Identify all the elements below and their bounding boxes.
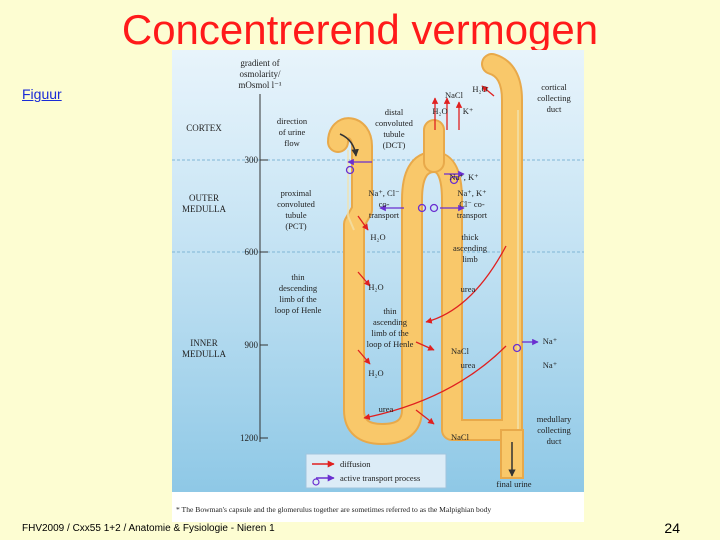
- flow-direction-arrow: [339, 133, 359, 157]
- figure-link[interactable]: Figuur: [22, 86, 62, 102]
- substance-urea: urea: [461, 360, 476, 370]
- scale-tick-label: 900: [245, 340, 259, 350]
- label-medullary-cd: duct: [547, 436, 562, 446]
- substance-na-cl-co: Na⁺, Cl⁻: [368, 188, 400, 198]
- zone-label-outer-medulla: OUTER: [189, 193, 219, 203]
- substance-na-k-cl-co: Cl⁻ co-: [459, 199, 485, 209]
- substance-nacl: NaCl: [451, 432, 470, 442]
- substance-urea: urea: [379, 404, 394, 414]
- scale-title-line: gradient of: [240, 58, 279, 68]
- substance-na-k: Na⁺, K⁺: [449, 172, 479, 182]
- label-cortical-cd: duct: [547, 104, 562, 114]
- substance-naplus: Na⁺: [543, 336, 558, 346]
- label-pct: (PCT): [285, 221, 306, 231]
- substance-urea: urea: [461, 284, 476, 294]
- zone-label-cortex: CORTEX: [186, 123, 222, 133]
- label-thin-ascending: limb of the: [371, 328, 409, 338]
- label-thin-descending: limb of the: [279, 294, 317, 304]
- substance-na-cl-co: co-: [379, 199, 390, 209]
- zone-label-inner-medulla: MEDULLA: [182, 349, 226, 359]
- label-medullary-cd: collecting: [537, 425, 571, 435]
- label-thin-ascending: loop of Henle: [367, 339, 414, 349]
- substance-na-cl-co: transport: [369, 210, 400, 220]
- label-thin-descending: thin: [291, 272, 305, 282]
- label-direction: direction: [277, 116, 308, 126]
- label-thin-ascending: ascending: [373, 317, 408, 327]
- label-dct: (DCT): [383, 140, 406, 150]
- legend-diffusion-label: diffusion: [340, 459, 371, 469]
- label-cortical-cd: collecting: [537, 93, 571, 103]
- label-thick-ascending: ascending: [453, 243, 488, 253]
- substance-h2o: H₂O: [368, 368, 383, 378]
- scale-tick-label: 300: [245, 155, 259, 165]
- label-direction: of urine: [279, 127, 306, 137]
- label-final-urine: final urine: [496, 479, 531, 489]
- legend-active-label: active transport process: [340, 473, 420, 483]
- zone-label-outer-medulla: MEDULLA: [182, 204, 226, 214]
- tubule-lumen: [347, 110, 519, 470]
- substance-h2o: H₂O: [432, 106, 447, 116]
- slide-footer: FHV2009 / Cxx55 1+2 / Anatomie & Fysiolo…: [22, 523, 275, 534]
- substance-kplus: K⁺: [463, 106, 474, 116]
- substance-h2o: H₂O: [368, 282, 383, 292]
- slide-title: Concentrerend vermogen: [121, 6, 599, 53]
- label-cortical-cd: cortical: [541, 82, 567, 92]
- scale-title-line: mOsmol l⁻¹: [238, 80, 282, 90]
- label-medullary-cd: medullary: [537, 414, 572, 424]
- page-number: 24: [664, 520, 680, 536]
- substance-nacl: NaCl: [451, 346, 470, 356]
- scale-tick-label: 600: [245, 247, 259, 257]
- active-transport-arrows: [345, 158, 539, 353]
- footnote-background: [172, 492, 584, 522]
- label-thin-ascending: thin: [383, 306, 397, 316]
- label-dct: tubule: [383, 129, 404, 139]
- label-pct: tubule: [285, 210, 306, 220]
- label-thin-descending: loop of Henle: [275, 305, 322, 315]
- diffusion-arrows: [357, 85, 507, 425]
- label-pct: proximal: [281, 188, 312, 198]
- substance-nacl: NaCl: [445, 90, 464, 100]
- figure-footnote: * The Bowman's capsule and the glomerulu…: [176, 505, 491, 514]
- substance-na-k-cl-co: transport: [457, 210, 488, 220]
- label-thin-descending: descending: [279, 283, 318, 293]
- nephron-figure: gradient of osmolarity/ mOsmol l⁻¹ 300 6…: [172, 50, 584, 522]
- zone-label-inner-medulla: INNER: [190, 338, 218, 348]
- legend-box: [305, 453, 447, 489]
- legend-active-circle: [312, 478, 320, 486]
- substance-na-k-cl-co: Na⁺, K⁺: [457, 188, 487, 198]
- nephron-tubule: [327, 53, 523, 445]
- scale-tick-label: 1200: [240, 433, 259, 443]
- label-pct: convoluted: [277, 199, 316, 209]
- scale-title-line: osmolarity/: [240, 69, 281, 79]
- substance-h2o: H₂O: [370, 232, 385, 242]
- nephron-diagram: gradient of osmolarity/ mOsmol l⁻¹ 300 6…: [172, 50, 584, 522]
- substance-naplus: Na⁺: [543, 360, 558, 370]
- substance-h2o: H₂O: [472, 84, 487, 94]
- label-direction: flow: [284, 138, 300, 148]
- label-dct: distal: [385, 107, 404, 117]
- label-thick-ascending: limb: [462, 254, 478, 264]
- label-dct: convoluted: [375, 118, 414, 128]
- label-thick-ascending: thick: [462, 232, 480, 242]
